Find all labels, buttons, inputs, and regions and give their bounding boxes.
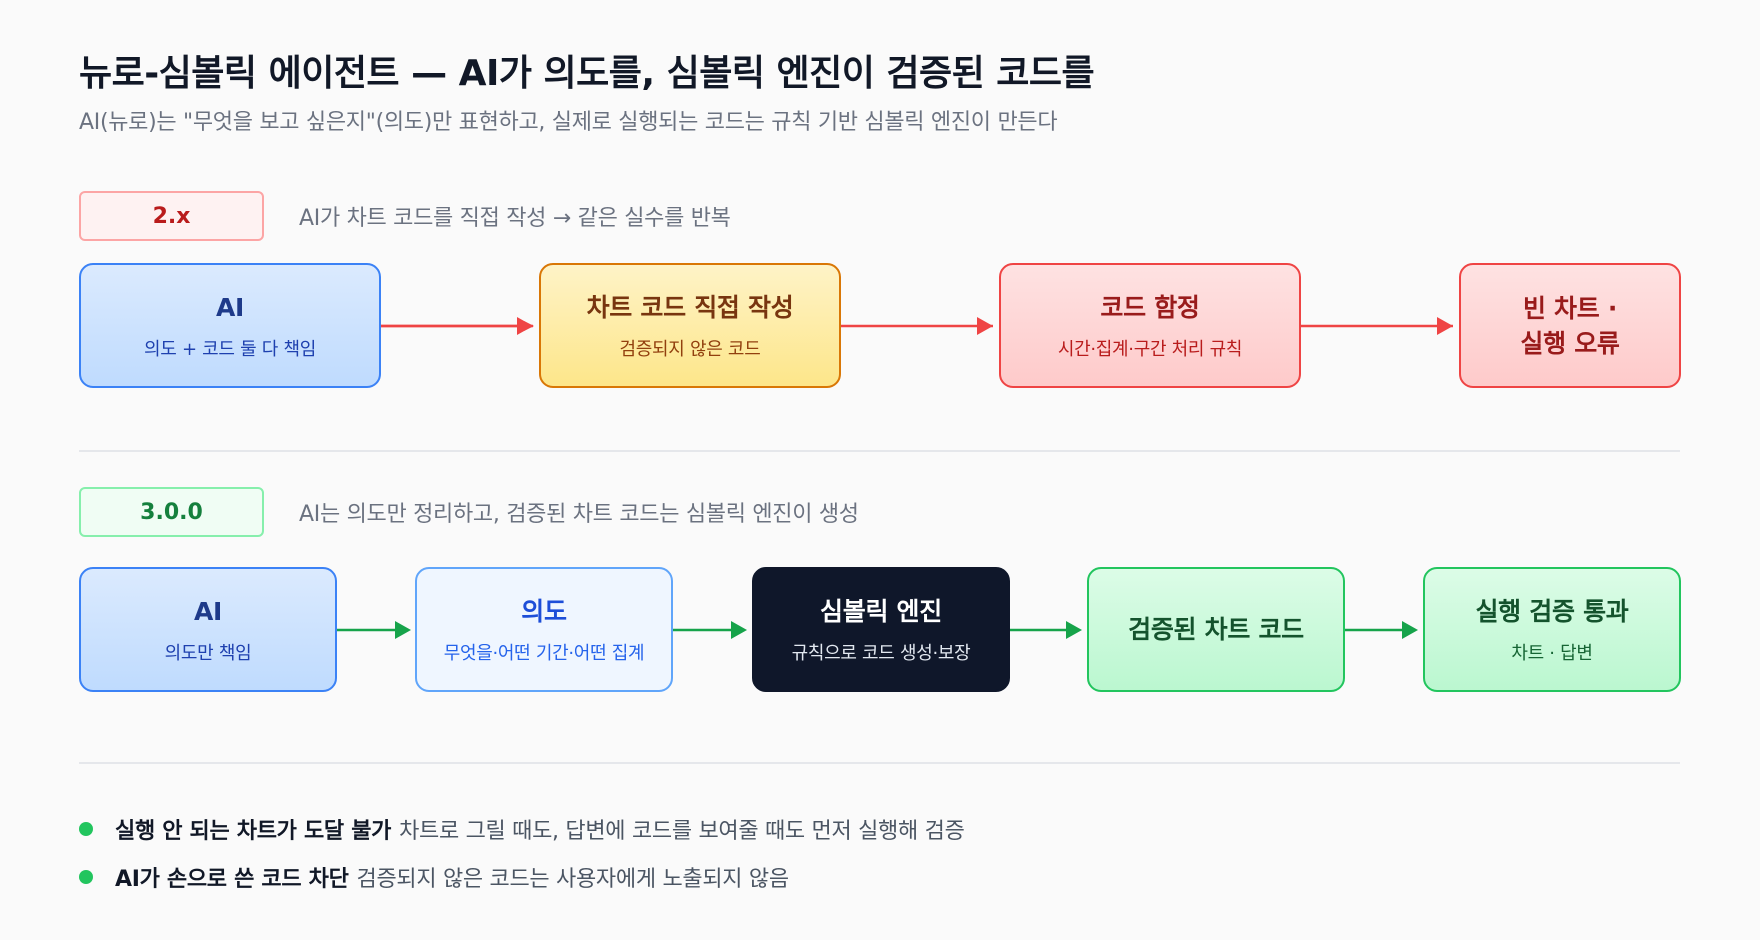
v3-arrow-2 xyxy=(673,621,747,639)
v3-arrow-4 xyxy=(1345,621,1418,639)
v2-arrow-2 xyxy=(841,317,993,335)
v2-arrow-1 xyxy=(381,317,534,335)
v3-node-verified-code: 검증된 차트 코드 xyxy=(1087,567,1345,692)
v3-arrow-1 xyxy=(337,621,411,639)
bullet-text: 검증되지 않은 코드는 사용자에게 노출되지 않음 xyxy=(356,867,790,892)
v2-node-direct-code-sub: 검증되지 않은 코드 xyxy=(619,339,761,360)
v2-node-direct-code: 차트 코드 직접 작성 검증되지 않은 코드 xyxy=(539,263,841,388)
v2-node-ai: AI 의도 + 코드 둘 다 책임 xyxy=(79,263,381,388)
v3-node-intent: 의도 무엇을·어떤 기간·어떤 집계 xyxy=(415,567,673,692)
v2-node-code-trap-sub: 시간·집계·구간 처리 규칙 xyxy=(1057,339,1243,360)
v3-node-symbolic-engine-sub: 규칙으로 코드 생성·보장 xyxy=(791,643,971,664)
page-subtitle: AI(뉴로)는 "무엇을 보고 싶은지"(의도)만 표현하고, 실제로 실행되는… xyxy=(79,110,1058,135)
page-title: 뉴로-심볼릭 에이전트 — AI가 의도를, 심볼릭 엔진이 검증된 코드를 xyxy=(79,53,1095,94)
v3-node-execution-passed: 실행 검증 통과 차트 · 답변 xyxy=(1423,567,1681,692)
version-tag-3: 3.0.0 xyxy=(79,487,264,537)
v3-node-execution-passed-title: 실행 검증 통과 xyxy=(1475,597,1629,626)
v3-arrow-3 xyxy=(1010,621,1082,639)
v3-node-ai-title: AI xyxy=(193,597,223,626)
v2-node-code-trap-title: 코드 함정 xyxy=(1100,293,1200,322)
v2-node-code-trap: 코드 함정 시간·집계·구간 처리 규칙 xyxy=(999,263,1301,388)
v3-node-intent-title: 의도 xyxy=(521,597,567,626)
v3-node-verified-code-title: 검증된 차트 코드 xyxy=(1128,615,1304,644)
v3-node-symbolic-engine-title: 심볼릭 엔진 xyxy=(820,597,942,626)
section-divider xyxy=(79,450,1680,452)
bullet-item: AI가 손으로 쓴 코드 차단 검증되지 않은 코드는 사용자에게 노출되지 않… xyxy=(79,861,789,893)
bullet-bold: 실행 안 되는 차트가 도달 불가 xyxy=(115,819,392,844)
bullet-dot xyxy=(79,870,93,884)
bullet-item: 실행 안 되는 차트가 도달 불가 차트로 그릴 때도, 답변에 코드를 보여줄… xyxy=(79,813,965,845)
v3-node-intent-sub: 무엇을·어떤 기간·어떤 집계 xyxy=(443,643,645,664)
bullet-dot xyxy=(79,822,93,836)
v2-node-ai-title: AI xyxy=(215,293,245,322)
v2-node-ai-sub: 의도 + 코드 둘 다 책임 xyxy=(144,339,316,360)
v2-node-empty-chart: 빈 차트 · 실행 오류 xyxy=(1459,263,1681,388)
bullet-text: 차트로 그릴 때도, 답변에 코드를 보여줄 때도 먼저 실행해 검증 xyxy=(399,819,965,844)
version-caption-2x: AI가 차트 코드를 직접 작성 → 같은 실수를 반복 xyxy=(299,206,731,231)
v2-node-empty-chart-title: 빈 차트 · 실행 오류 xyxy=(1520,293,1620,358)
v3-node-ai: AI 의도만 책임 xyxy=(79,567,337,692)
v2-node-direct-code-title: 차트 코드 직접 작성 xyxy=(586,293,794,322)
version-tag-2x: 2.x xyxy=(79,191,264,241)
v3-node-execution-passed-sub: 차트 · 답변 xyxy=(1511,643,1593,664)
bullet-bold: AI가 손으로 쓴 코드 차단 xyxy=(115,867,349,892)
v2-arrow-3 xyxy=(1301,317,1453,335)
version-caption-3: AI는 의도만 정리하고, 검증된 차트 코드는 심볼릭 엔진이 생성 xyxy=(299,502,859,527)
v3-node-symbolic-engine: 심볼릭 엔진 규칙으로 코드 생성·보장 xyxy=(752,567,1010,692)
section-divider-bottom xyxy=(79,762,1680,764)
v3-node-ai-sub: 의도만 책임 xyxy=(164,643,252,664)
